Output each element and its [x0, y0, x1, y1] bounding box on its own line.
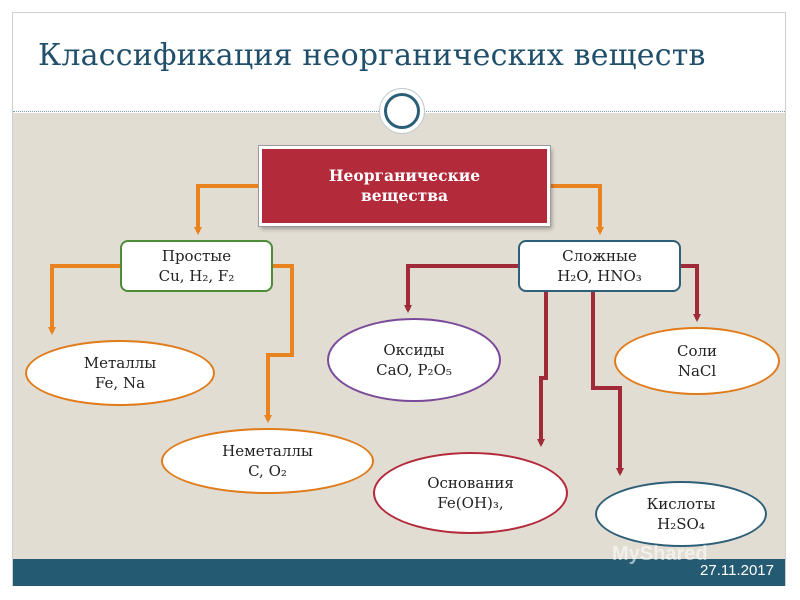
nonmetals-formula: C, O₂ [248, 462, 287, 480]
metals-title: Металлы [83, 354, 157, 372]
arrow-complex-to-bases [537, 292, 548, 447]
oxides-title: Оксиды [383, 341, 445, 359]
root-line1: Неорганические [328, 166, 481, 185]
bases-title: Основания [427, 474, 514, 492]
arrow-complex-to-acids [591, 292, 624, 476]
node-metals: Металлы Fe, Na [25, 340, 215, 406]
salts-formula: NaCl [677, 362, 717, 380]
root-line2: вещества [360, 186, 449, 205]
arrow-root-to-complex [549, 184, 604, 235]
watermark-logo: MyShared [612, 543, 708, 565]
node-simple: Простые Cu, H₂, F₂ [120, 240, 273, 292]
node-bases: Основания Fe(OH)₃, [373, 452, 568, 534]
simple-title: Простые [161, 247, 232, 265]
simple-formula: Cu, H₂, F₂ [158, 267, 235, 285]
complex-formula: H₂O, HNO₃ [557, 267, 642, 285]
bases-formula: Fe(OH)₃, [437, 494, 504, 512]
node-complex: Сложные H₂O, HNO₃ [518, 240, 681, 292]
node-salts: Соли NaCl [614, 327, 780, 395]
arrow-complex-to-oxides [404, 264, 519, 313]
arrow-complex-to-salts [680, 264, 701, 322]
slide-title: Классификация неорганических веществ [38, 38, 706, 73]
arrow-simple-to-nonmetals [264, 264, 294, 423]
arrow-root-to-simple [194, 184, 260, 235]
node-inorganic-substances: Неорганические вещества [258, 145, 551, 227]
complex-title: Сложные [562, 247, 637, 265]
metals-formula: Fe, Na [94, 374, 146, 392]
footer-bar [13, 559, 785, 586]
slide-date: 27.11.2017 [700, 562, 774, 579]
node-oxides: Оксиды CaO, P₂O₅ [327, 318, 501, 402]
node-nonmetals: Неметаллы C, O₂ [161, 428, 374, 494]
acids-title: Кислоты [646, 495, 716, 513]
oxides-formula: CaO, P₂O₅ [376, 361, 452, 379]
ring-inner-icon [384, 93, 420, 129]
acids-formula: H₂SO₄ [657, 515, 705, 533]
nonmetals-title: Неметаллы [222, 442, 313, 460]
node-acids: Кислоты H₂SO₄ [595, 481, 767, 547]
salts-title: Соли [676, 342, 718, 360]
arrow-simple-to-metals [48, 264, 121, 335]
